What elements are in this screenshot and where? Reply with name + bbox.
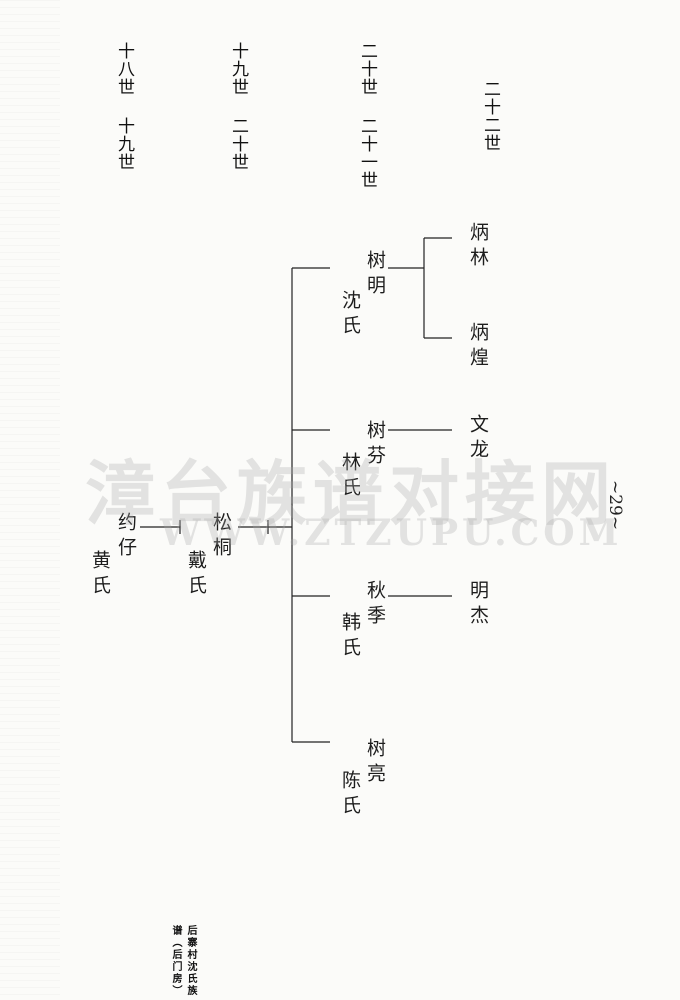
footer-title: 后寨村沈氏族谱（后门房） xyxy=(170,925,196,997)
generation-label-3: 二十世 二十一世 xyxy=(357,42,377,189)
grandson-1-spouse: 沈氏 xyxy=(339,290,361,340)
grandson-2-name: 树芬 xyxy=(364,420,386,470)
great-grandson-2-name: 炳煌 xyxy=(467,322,489,372)
grandson-1-name: 树明 xyxy=(364,250,386,300)
watermark-url: WWW.ZTZUPU.COM xyxy=(160,512,623,554)
great-grandson-3-name: 文龙 xyxy=(467,414,489,464)
generation-label-1: 十八世 十九世 xyxy=(114,42,134,171)
generation-label-4: 二十二世 xyxy=(480,80,500,152)
watermark-chinese: 漳台族谱对接网 xyxy=(85,452,617,535)
great-grandson-4-name: 明杰 xyxy=(467,580,489,630)
page-number: ~29~ xyxy=(605,480,625,531)
son-spouse: 戴氏 xyxy=(185,550,207,600)
son-name: 松桐 xyxy=(210,512,232,562)
scan-edge xyxy=(0,0,60,1000)
grandson-3-spouse: 韩氏 xyxy=(339,612,361,662)
generation-label-2: 十九世 二十世 xyxy=(228,42,248,171)
grandson-4-name: 树亮 xyxy=(364,738,386,788)
grandson-4-spouse: 陈氏 xyxy=(339,770,361,820)
grandson-3-name: 秋季 xyxy=(364,580,386,630)
root-name: 约仔 xyxy=(115,512,137,562)
grandson-2-spouse: 林氏 xyxy=(339,452,361,502)
root-spouse: 黄氏 xyxy=(89,550,111,600)
great-grandson-1-name: 炳林 xyxy=(467,222,489,272)
